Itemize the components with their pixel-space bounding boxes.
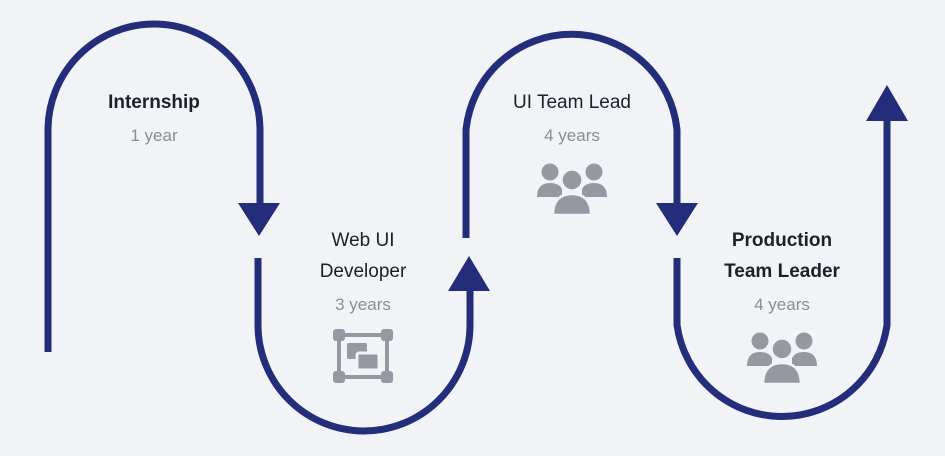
stage-title-line: UI Team Lead (513, 92, 631, 113)
stage-title: Internship (54, 87, 254, 118)
stage-title: UI Team Lead (472, 87, 672, 118)
path-segment-internship-arc (44, 20, 264, 352)
path-segment-web-ui-arc (254, 258, 474, 435)
stage-title-line: Developer (319, 261, 407, 282)
stage-title: Production Team Leader (682, 225, 882, 287)
arrow-down-icon (238, 203, 280, 236)
arrow-up-icon (448, 256, 490, 291)
stage-title-line: Internship (108, 92, 200, 113)
path-segment-team-lead-arc (462, 30, 681, 238)
arrow-up-icon (866, 85, 908, 121)
team-icon (537, 163, 607, 217)
stage-duration: 4 years (544, 126, 600, 145)
stage-title: Web UI Developer (263, 225, 463, 287)
stage-duration: 4 years (754, 295, 810, 314)
design-frame-icon (333, 329, 393, 383)
stage-title-line: Production (731, 230, 833, 251)
stage-internship: Internship 1 year (54, 87, 254, 149)
stage-web-ui-developer: Web UI Developer 3 years (263, 225, 463, 384)
stage-title-line: Web UI (331, 230, 395, 251)
arrow-down-icon (656, 203, 698, 236)
stage-duration: 3 years (335, 295, 391, 314)
stage-production-team-leader: Production Team Leader 4 years (682, 225, 882, 386)
team-icon (747, 332, 817, 386)
stage-duration: 1 year (130, 126, 178, 145)
stage-ui-team-lead: UI Team Lead 4 years (472, 87, 672, 217)
path-segment-production-arc (673, 118, 891, 420)
stage-title-line: Team Leader (724, 261, 840, 282)
